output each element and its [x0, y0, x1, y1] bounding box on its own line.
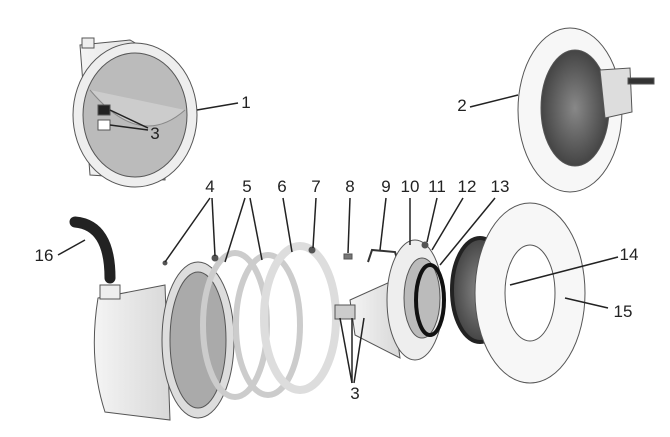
- oring-part-13: [414, 263, 446, 337]
- callout-7: 7: [311, 177, 321, 196]
- lamp-assembly-part-2: [517, 27, 655, 193]
- callout-16: 16: [34, 246, 54, 265]
- callout-5: 5: [242, 177, 252, 196]
- callout-4: 4: [205, 177, 215, 196]
- screw-part-8: [343, 253, 353, 260]
- callout-15: 15: [613, 302, 633, 321]
- screw-part-7: [308, 246, 316, 254]
- faceplate-part-15: [474, 202, 586, 384]
- callout-12: 12: [457, 177, 477, 196]
- leader-lines: [57, 94, 619, 384]
- callout-11: 11: [428, 177, 446, 196]
- callout-3-bottom: 3: [350, 384, 360, 403]
- gasket-part-5b: [233, 252, 303, 398]
- callout-3-top: 3: [150, 124, 160, 143]
- callout-6: 6: [277, 177, 287, 196]
- callout-2: 2: [457, 96, 467, 115]
- callout-1: 1: [241, 93, 251, 112]
- main-housing: [93, 261, 235, 421]
- callout-8: 8: [345, 177, 355, 196]
- screw-part-11: [421, 241, 429, 249]
- housing-part-1: [72, 37, 198, 188]
- callout-14: 14: [619, 245, 639, 264]
- callout-9: 9: [381, 177, 391, 196]
- callout-13: 13: [490, 177, 510, 196]
- cable-part-16: [69, 216, 116, 284]
- callout-10: 10: [400, 177, 420, 196]
